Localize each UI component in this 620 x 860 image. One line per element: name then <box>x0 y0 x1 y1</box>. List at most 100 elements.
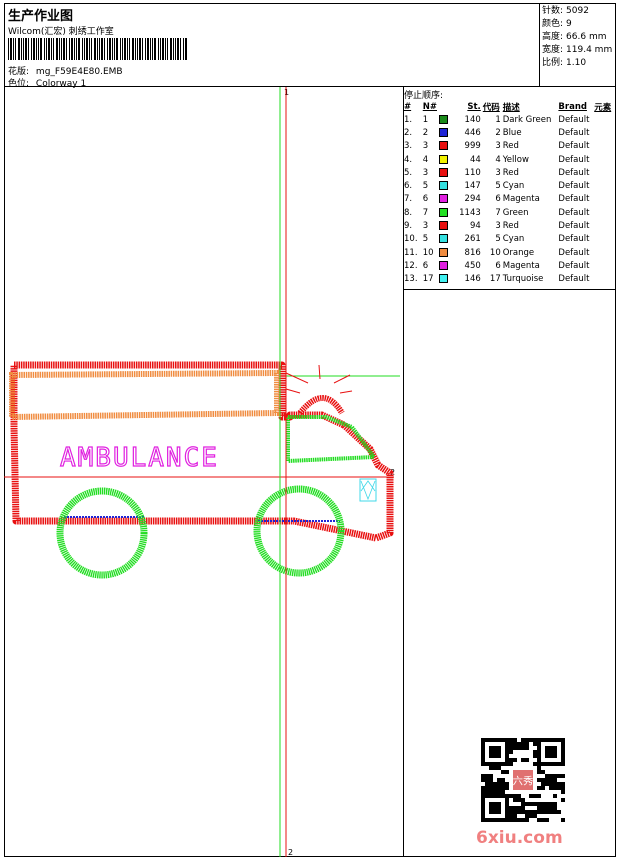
barcode-bar <box>97 38 98 60</box>
stop-st: 140 <box>464 114 481 125</box>
qr-module <box>529 738 533 742</box>
siren-ray <box>285 372 309 384</box>
barcode-bar <box>114 38 115 60</box>
color-swatch-cell <box>438 126 459 139</box>
stop-idx: 5. <box>404 167 413 178</box>
stat-label: 颜色: <box>542 19 564 29</box>
barcode-bar <box>78 38 80 60</box>
qr-module <box>517 794 521 798</box>
stop-desc: Red <box>502 141 519 152</box>
stat-label: 高度: <box>542 32 564 42</box>
color-swatch <box>438 181 448 191</box>
barcode-bar <box>158 38 159 60</box>
qr-module <box>541 818 545 822</box>
stop-st: 94 <box>469 221 481 232</box>
barcode-bar <box>180 38 181 60</box>
siren-ray <box>318 364 321 380</box>
stop-brand: Default <box>558 234 590 245</box>
qr-module <box>541 802 545 806</box>
axis-bottom-label: 2 <box>288 848 293 857</box>
qr-module <box>481 786 485 790</box>
qr-module <box>549 774 553 778</box>
stop-brand: Default <box>558 114 590 125</box>
stop-code: 1 <box>495 114 501 125</box>
barcode-bar <box>120 38 121 60</box>
barcode-bar <box>44 38 45 60</box>
stop-n: 6 <box>422 260 429 271</box>
qr-module <box>509 794 513 798</box>
stop-desc: Blue <box>502 127 522 138</box>
qr-module <box>553 802 557 806</box>
barcode-bar <box>33 38 35 60</box>
stop-n: 3 <box>422 221 429 232</box>
qr-module <box>509 742 513 746</box>
qr-module <box>549 782 553 786</box>
qr-module <box>513 794 517 798</box>
front-wheel <box>253 485 345 577</box>
barcode-bar <box>31 38 32 60</box>
column-header: # <box>404 101 412 112</box>
qr-module <box>529 802 533 806</box>
barcode-bar <box>152 38 153 60</box>
color-swatch <box>438 154 448 164</box>
color-swatch <box>438 114 448 124</box>
stop-idx: 6. <box>404 181 413 192</box>
qr-module <box>557 786 561 790</box>
color-swatch <box>438 141 448 151</box>
qr-module <box>525 738 529 742</box>
qr-module <box>561 798 565 802</box>
stop-idx: 13. <box>404 274 418 285</box>
color-swatch <box>438 221 448 231</box>
color-swatch <box>438 207 448 217</box>
qr-module <box>485 790 489 794</box>
color-swatch-cell <box>438 179 459 192</box>
siren-ray <box>339 390 353 394</box>
stop-st: 146 <box>464 274 481 285</box>
barcode-bar <box>173 38 174 60</box>
qr-module <box>541 782 545 786</box>
qr-module <box>553 774 557 778</box>
qr-seal-text: 六秀 <box>513 775 534 787</box>
qr-module <box>513 814 517 818</box>
qr-module <box>561 790 565 794</box>
stat-row: 高度:66.6 mm <box>542 31 612 44</box>
stop-n: 3 <box>422 167 429 178</box>
qr-module <box>521 738 525 742</box>
qr-module <box>533 794 537 798</box>
stop-code: 5 <box>495 181 501 192</box>
color-swatch-cell <box>438 206 459 219</box>
stop-desc: Cyan <box>502 234 525 245</box>
color-swatch <box>438 274 448 284</box>
barcode-bar <box>150 38 151 60</box>
stop-idx: 2. <box>404 127 413 138</box>
qr-module <box>489 778 493 782</box>
column-header: 描述 <box>502 102 520 113</box>
qr-module <box>509 810 513 814</box>
stop-code: 6 <box>495 194 501 205</box>
qr-module <box>545 802 549 806</box>
qr-module <box>521 742 525 746</box>
qr-module <box>537 794 541 798</box>
qr-module <box>561 782 565 786</box>
barcode-bar <box>183 38 184 60</box>
qr-module <box>553 806 557 810</box>
qr-module <box>497 790 501 794</box>
qr-module <box>505 782 509 786</box>
color-swatch-cell <box>438 166 459 179</box>
qr-module <box>493 790 497 794</box>
qr-module <box>517 742 521 746</box>
barcode-bar <box>142 38 143 60</box>
qr-module <box>537 770 541 774</box>
stop-code: 5 <box>495 234 501 245</box>
stop-code: 3 <box>495 221 501 232</box>
color-swatch-cell <box>438 113 459 126</box>
qr-module <box>525 758 529 762</box>
qr-module <box>521 810 525 814</box>
stop-idx: 8. <box>404 207 413 218</box>
qr-module <box>521 818 525 822</box>
qr-module <box>549 778 553 782</box>
